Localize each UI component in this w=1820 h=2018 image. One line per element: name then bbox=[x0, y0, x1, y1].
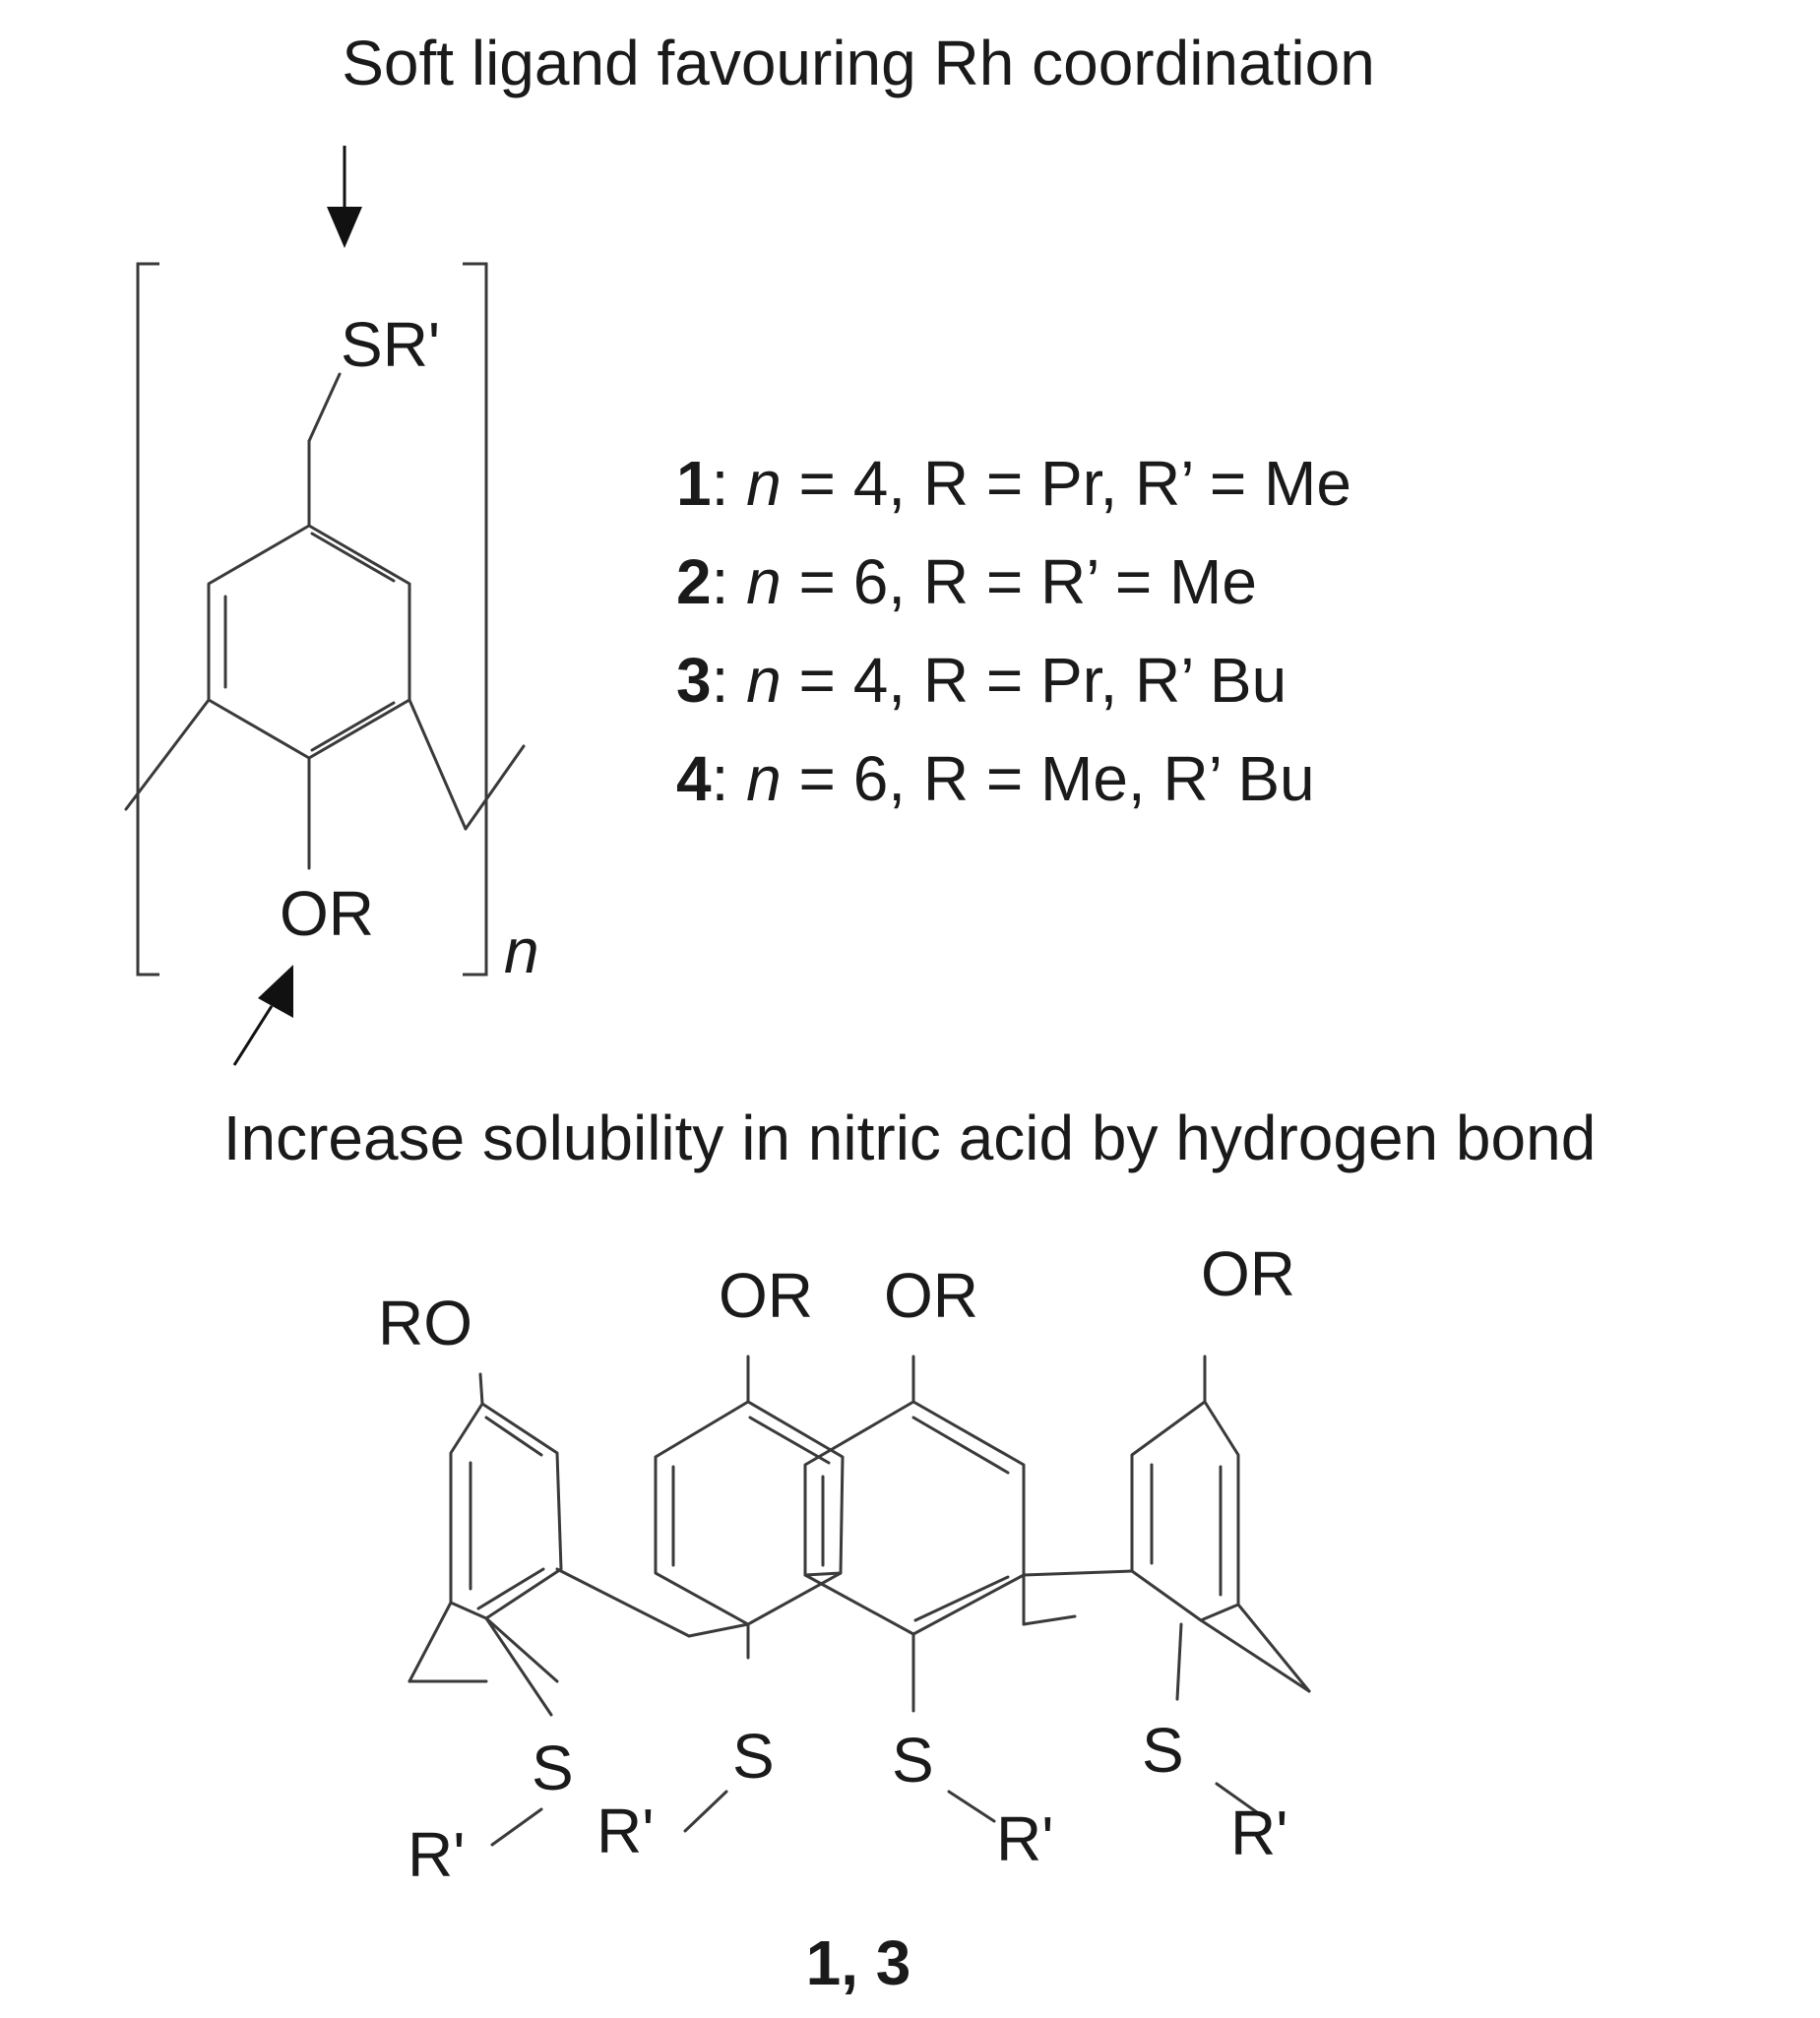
compound-line-3: 3: n = 4, R = Pr, R’ Bu bbox=[676, 645, 1287, 716]
monomer-bonds bbox=[124, 372, 526, 870]
s-label-4: S bbox=[1142, 1715, 1184, 1786]
compound-line-2: 2: n = 6, R = R’ = Me bbox=[676, 546, 1257, 617]
r-prime-label-1: R' bbox=[408, 1819, 465, 1890]
solubility-caption: Increase solubility in nitric acid by hy… bbox=[223, 1103, 1597, 1173]
compound-list: 1: n = 4, R = Pr, R’ = Me 2: n = 6, R = … bbox=[676, 448, 1351, 814]
s-label-1: S bbox=[532, 1733, 574, 1803]
compound-line-1: 1: n = 4, R = Pr, R’ = Me bbox=[676, 448, 1351, 519]
or-label-ring-b: OR bbox=[719, 1260, 813, 1331]
repeat-subscript-n: n bbox=[504, 915, 539, 986]
r-prime-label-3: R' bbox=[996, 1803, 1053, 1874]
solubility-arrow bbox=[232, 965, 293, 1066]
or-label-ring-c: OR bbox=[884, 1260, 978, 1331]
or-label-monomer: OR bbox=[280, 878, 374, 949]
sr-prime-label: SR' bbox=[341, 309, 440, 380]
r-prime-label-2: R' bbox=[596, 1796, 654, 1866]
compound-line-4: 4: n = 6, R = Me, R’ Bu bbox=[676, 743, 1315, 814]
s-label-3: S bbox=[892, 1725, 934, 1796]
soft-ligand-caption: Soft ligand favouring Rh coordination bbox=[342, 28, 1375, 98]
r-prime-label-4: R' bbox=[1230, 1797, 1287, 1868]
calixarene-bonds bbox=[408, 1355, 1311, 1847]
s-label-2: S bbox=[732, 1721, 775, 1792]
soft-ligand-arrow bbox=[327, 146, 362, 248]
ro-label-left: RO bbox=[378, 1288, 472, 1358]
or-label-ring-d: OR bbox=[1201, 1238, 1295, 1309]
repeat-unit-brackets bbox=[136, 262, 488, 977]
calixarene-compound-label: 1, 3 bbox=[806, 1927, 911, 1998]
